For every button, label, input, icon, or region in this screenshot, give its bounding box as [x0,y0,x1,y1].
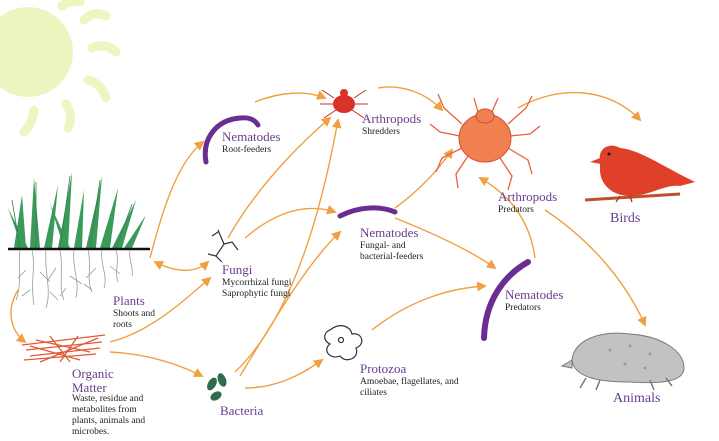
fungi-subtitle-saprophytic: Saprophytic fungi [222,289,291,299]
bacteria-label: Bacteria [220,403,264,418]
birds-label: Birds [610,211,641,226]
arrow-fungal-nematodes-to-predator-nematodes [394,217,497,270]
predator-nematode-icon [481,259,531,341]
arrow-root-nematodes-to-shredders [254,90,327,103]
shredder-arthropods-label: Arthropods [362,111,422,126]
organic-matter-icon [21,334,106,363]
arrow-fungi-to-shredders [227,116,332,239]
arrow-predator-arthropods-to-animals [544,209,647,327]
shredder-arthropod-icon [320,89,368,119]
plants-label: Plants [113,293,145,308]
bird-icon [584,145,695,203]
arrow-organic-to-bacteria [109,351,204,377]
arrow-bacteria-to-protozoa [244,358,324,389]
protozoa-label: Protozoa [360,361,407,376]
arrow-protozoa-to-predator-nematodes [371,281,487,331]
fungal-nematodes-subtitle: Fungal- and bacterial-feeders [360,241,424,262]
predator-nematodes-label: Nematodes [505,287,564,302]
arrow-organic-to-fungi [109,276,212,343]
root-nematode-icon [202,115,261,165]
organic-matter-subtitle: Waste, residue and metabolites from plan… [72,394,146,437]
arrow-fungal-nematodes-to-predator-arthropods [394,148,454,209]
root-nematodes-label: Nematodes [222,129,281,144]
predator-arthropods-subtitle: Predators [498,205,534,215]
arrow-fungi-to-fungal-nematodes [244,204,337,239]
plants-subtitle: Shoots and roots [113,309,155,330]
mole-icon [560,332,685,391]
protozoa-icon [324,325,363,361]
shredder-arthropods-subtitle: Shredders [362,127,400,137]
arrow-bacteria-to-shredders [234,118,342,373]
predator-arthropods-label: Arthropods [498,189,558,204]
predator-nematodes-subtitle: Predators [505,303,541,313]
protozoa-subtitle: Amoebae, flagellates, and ciliates [360,377,459,398]
arrow-plants-to-fungi [153,260,210,271]
bacteria-icon [207,373,227,401]
root-nematodes-subtitle: Root-feeders [222,145,272,155]
arrow-predator-nematodes-to-predator-arthropods [478,177,536,259]
fungal-nematodes-label: Nematodes [360,225,419,240]
fungal-nematode-icon [337,205,398,219]
plants-icon [8,172,150,309]
arrow-bacteria-to-fungal-nematodes [239,230,342,377]
fungi-icon [207,229,239,263]
arrow-plants-to-root-nematodes [149,140,205,259]
predator-arthropod-icon [429,93,541,191]
fungi-label: Fungi [222,262,253,277]
sun-icon [0,0,121,137]
animals-label: Animals [613,391,661,406]
arrow-predator-arthropods-to-birds [517,91,642,122]
arrow-shredders-to-predator-arthropods [377,86,444,112]
arrow-plants-to-organic [10,289,27,344]
organic-matter-label: Organic Matter [72,366,114,395]
fungi-subtitle-mycorrhizal: Mycorrhizal fungi [222,278,292,288]
